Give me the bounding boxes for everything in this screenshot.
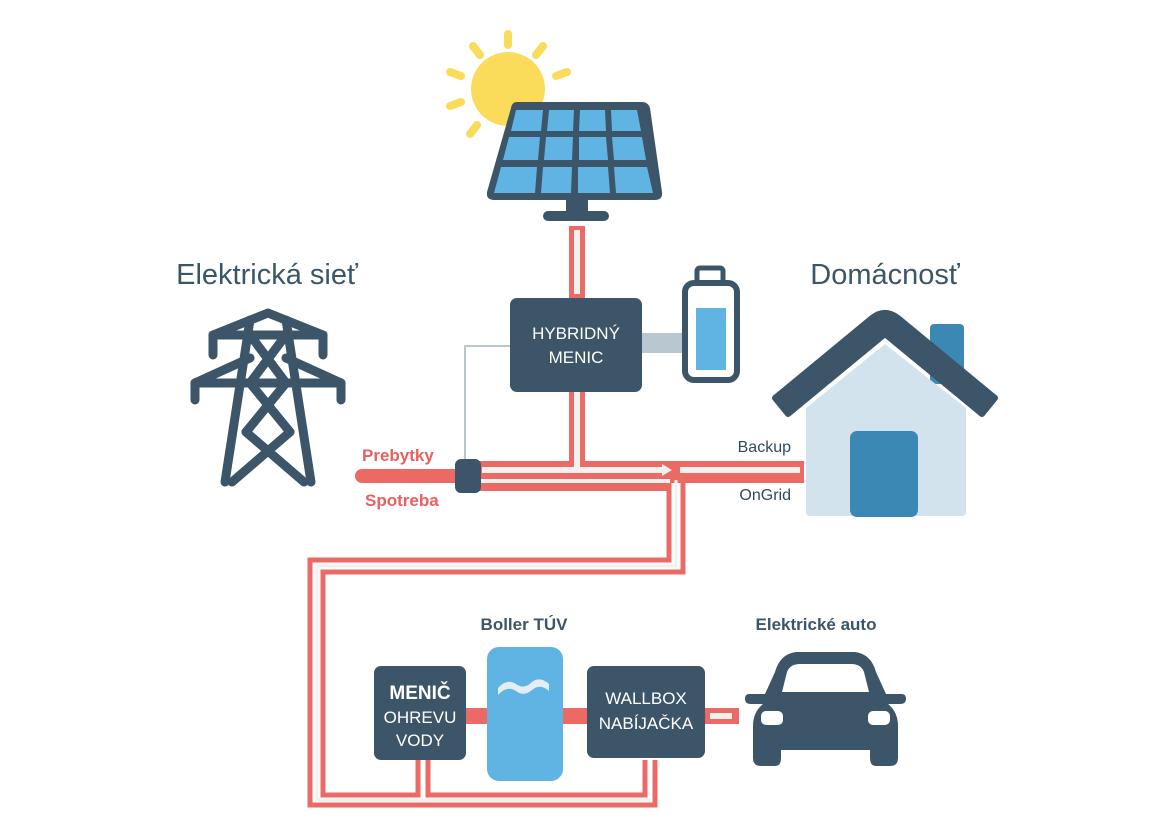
car-headlight-left: [761, 711, 783, 725]
meter-icon[interactable]: [455, 459, 481, 493]
house-door: [850, 431, 918, 517]
wire-control: [464, 345, 510, 462]
house-icon: [772, 310, 998, 517]
wire-boiler-to-wallbox: [560, 708, 590, 724]
hybrid-inverter-box[interactable]: HYBRIDNÝ MENIC: [510, 298, 642, 392]
wire-inverter-to-battery: [642, 333, 684, 353]
water-heater-inverter-box[interactable]: MENIČ OHREVU VODY: [374, 666, 466, 760]
backup-label: Backup: [738, 439, 791, 456]
wire-load-route: [307, 478, 686, 808]
wallbox-line1: WALLBOX: [605, 689, 687, 708]
hybrid-inverter-line1: HYBRIDNÝ: [532, 324, 620, 343]
consumption-label: Spotreba: [365, 491, 439, 510]
power-tower-icon: [190, 308, 346, 487]
boiler-label: Boller TÚV: [481, 615, 569, 634]
surplus-label: Prebytky: [362, 446, 434, 465]
wire-inverter-to-bus: [569, 392, 585, 472]
wire-heater-to-boiler: [466, 708, 490, 724]
wire-wallbox-to-car: [705, 708, 739, 724]
hybrid-inverter-line2: MENIC: [549, 348, 604, 367]
battery-charge-fill: [696, 308, 726, 370]
wiring: [307, 226, 804, 808]
ev-label: Elektrické auto: [756, 615, 877, 634]
water-heater-line2: OHREVU: [384, 708, 457, 727]
wallbox-box[interactable]: WALLBOX NABÍJAČKA: [587, 666, 705, 758]
water-heater-line3: VODY: [396, 731, 444, 750]
car-headlight-right: [868, 711, 890, 725]
wallbox-line2: NABÍJAČKA: [599, 714, 694, 733]
water-wave-icon: [498, 679, 549, 695]
water-tank-icon[interactable]: [487, 647, 563, 781]
household-label: Domácnosť: [810, 259, 961, 291]
solar-panel-icon: [486, 102, 663, 221]
water-heater-line1: MENIČ: [389, 682, 451, 704]
wire-main-bus: [478, 460, 804, 491]
ongrid-label: OnGrid: [739, 487, 791, 504]
car-icon: [745, 652, 906, 766]
wire-solar-to-inverter: [569, 226, 585, 298]
grid-label: Elektrická sieť: [176, 259, 359, 291]
battery-icon: [682, 265, 740, 383]
